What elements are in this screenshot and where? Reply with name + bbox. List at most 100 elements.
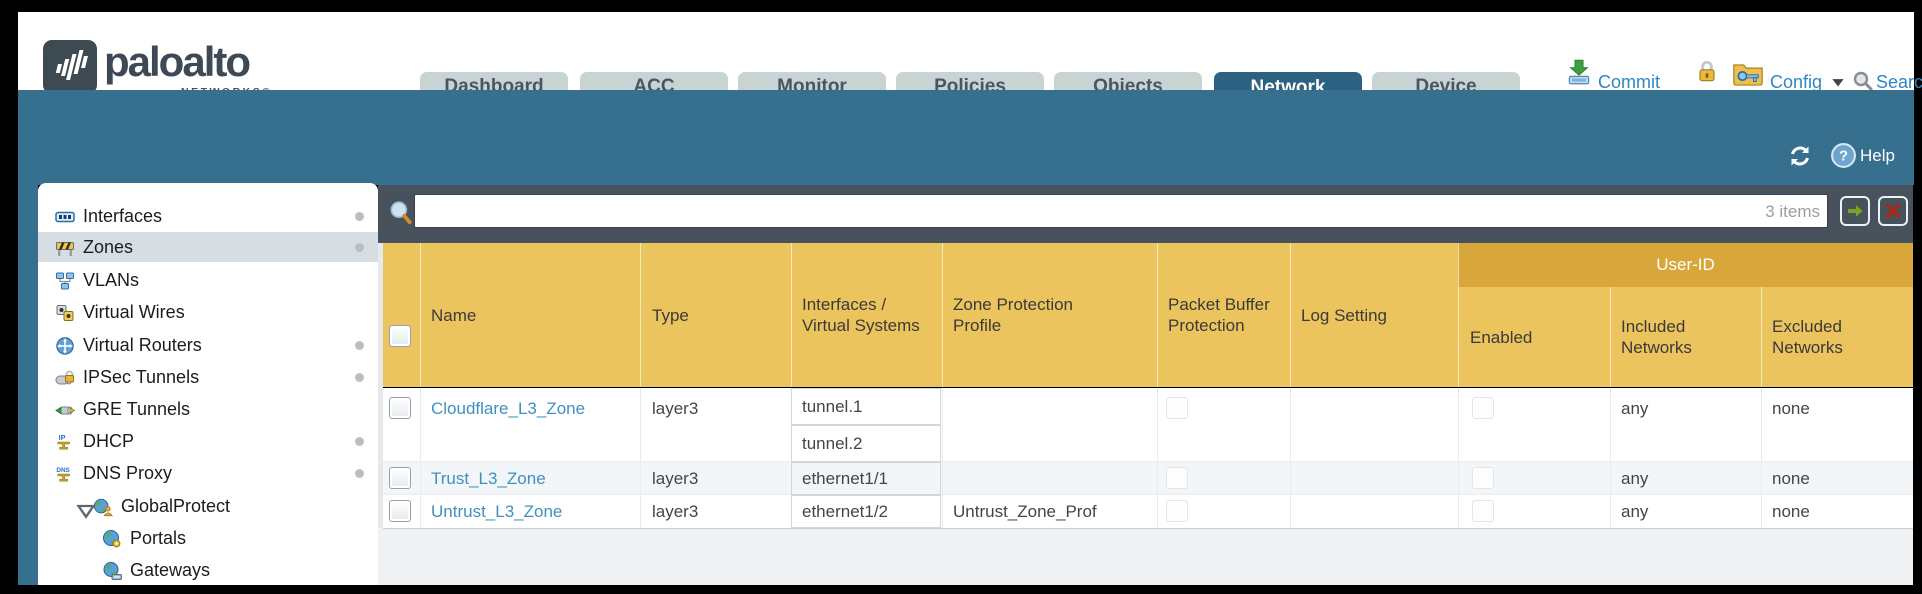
column-header-excluded-networks[interactable]: Excluded Networks [1772,317,1843,357]
sidebar-item-label: GRE Tunnels [83,399,191,419]
sidebar-item-gre-tunnels[interactable]: GRE Tunnels [38,395,378,424]
panel-gap [378,243,383,528]
dns-proxy-icon: DNS [56,467,70,481]
zone-type: layer3 [652,502,699,521]
sidebar-item-dns-proxy[interactable]: DNS DNS Proxy [38,459,378,488]
virtual-wires-icon [56,304,74,321]
zone-name-link[interactable]: Untrust_L3_Zone [431,502,563,521]
paloalto-logo-icon [43,40,97,94]
zone-type: layer3 [652,399,699,418]
excluded-networks-value: none [1772,469,1810,488]
sidebar-item-label: DNS Proxy [83,463,173,483]
clear-filter-button[interactable] [1878,196,1908,226]
zone-type: layer3 [652,469,699,488]
included-networks-value: any [1621,502,1649,521]
column-header-enabled[interactable]: Enabled [1470,327,1533,347]
included-networks-value: any [1621,399,1649,418]
sidebar-item-label: Virtual Wires [83,302,185,322]
table-body-background [383,388,1913,528]
gre-tunnels-icon [55,406,75,414]
column-header-type[interactable]: Type [652,305,689,325]
svg-text:IP: IP [59,433,66,442]
vlans-icon [56,272,74,289]
column-header-zone-protection-profile[interactable]: Zone Protection Profile [953,295,1074,335]
zone-protection-profile-value: Untrust_Zone_Prof [953,502,1097,521]
sidebar-item-gateways[interactable]: Gateways [38,556,378,585]
commit-button[interactable]: Commit [1598,72,1660,92]
sidebar-item-label: IPSec Tunnels [83,367,200,387]
sidebar-item-virtual-routers[interactable]: Virtual Routers [38,331,378,360]
ipsec-tunnels-icon [55,370,74,384]
interface-cell: tunnel.1 [791,388,941,425]
sidebar-item-virtual-wires[interactable]: Virtual Wires [38,298,378,327]
status-dot [355,341,364,350]
left-margin-strip [18,185,38,585]
sidebar-item-interfaces[interactable]: Interfaces [38,202,378,231]
help-icon[interactable]: ? [1830,142,1857,169]
sidebar-selected-highlight [38,232,378,262]
row-checkbox[interactable] [389,500,411,522]
user-id-enabled-checkbox[interactable] [1472,500,1494,522]
apply-filter-button[interactable] [1840,196,1870,226]
status-dot [355,437,364,446]
packet-buffer-protection-checkbox[interactable] [1166,397,1188,419]
sidebar-item-label: GlobalProtect [121,496,231,516]
interface-cell: ethernet1/1 [791,462,941,495]
dhcp-icon: IP [57,433,70,449]
config-icon[interactable] [1732,60,1764,86]
zones-icon [56,241,74,256]
sidebar-item-ipsec-tunnels[interactable]: IPSec Tunnels [38,363,378,392]
config-menu[interactable]: Config [1770,72,1823,92]
interfaces-icon [55,211,75,222]
column-header-packet-buffer-protection[interactable]: Packet Buffer Protection [1168,295,1270,335]
section-banner: ? [18,90,1914,185]
status-dot [355,212,364,221]
sidebar-item-dhcp[interactable]: IP DHCP [38,427,378,456]
sidebar-item-label: Zones [83,237,134,257]
portals-icon [103,529,121,547]
packet-buffer-protection-checkbox[interactable] [1166,500,1188,522]
interface-cell: tunnel.2 [791,425,941,462]
excluded-networks-value: none [1772,502,1810,521]
status-dot [355,243,364,252]
globalprotect-icon [93,498,113,516]
row-checkbox[interactable] [389,397,411,419]
filter-input[interactable] [414,194,1828,228]
brand-title: paloalto [104,38,251,85]
commit-icon[interactable] [1566,58,1592,86]
red-x-icon [1885,203,1901,219]
sidebar-item-vlans[interactable]: VLANs [38,266,378,295]
search-icon[interactable] [1852,70,1874,92]
sidebar-item-label: VLANs [83,270,140,290]
user-id-enabled-checkbox[interactable] [1472,467,1494,489]
interface-cell: ethernet1/2 [791,495,941,528]
sidebar-item-label: DHCP [83,431,135,451]
sidebar-item-globalprotect[interactable]: GlobalProtect [38,492,378,521]
zone-name-link[interactable]: Trust_L3_Zone [431,469,546,488]
help-label[interactable]: Help [1860,146,1895,165]
sidebar-item-portals[interactable]: Portals [38,524,378,553]
sidebar-item-label: Gateways [130,560,211,580]
user-id-enabled-checkbox[interactable] [1472,397,1494,419]
column-header-included-networks[interactable]: Included Networks [1621,317,1692,357]
gateways-icon [103,561,122,580]
virtual-routers-icon [56,336,74,355]
top-header-bar: paloalto NETWORKS® Dashboard ACC Monitor… [18,12,1922,104]
column-header-log-setting[interactable]: Log Setting [1301,305,1388,325]
sidebar-item-label: Portals [130,528,187,548]
expander-down-icon[interactable] [76,501,96,521]
search-action[interactable]: Search [1876,72,1922,92]
column-header-name[interactable]: Name [431,305,477,325]
refresh-icon[interactable] [1788,144,1812,168]
lock-icon[interactable] [1694,59,1720,85]
green-arrow-icon [1848,205,1863,217]
select-all-checkbox[interactable] [389,325,411,347]
zone-name-link[interactable]: Cloudflare_L3_Zone [431,399,586,418]
row-checkbox[interactable] [389,467,411,489]
group-header-user-id: User-ID [1458,243,1913,287]
caret-down-icon[interactable] [1832,78,1844,87]
sidebar-item-zones[interactable]: Zones [38,233,378,262]
column-header-interfaces[interactable]: Interfaces / Virtual Systems [802,295,920,335]
packet-buffer-protection-checkbox[interactable] [1166,467,1188,489]
svg-text:DNS: DNS [56,467,69,474]
